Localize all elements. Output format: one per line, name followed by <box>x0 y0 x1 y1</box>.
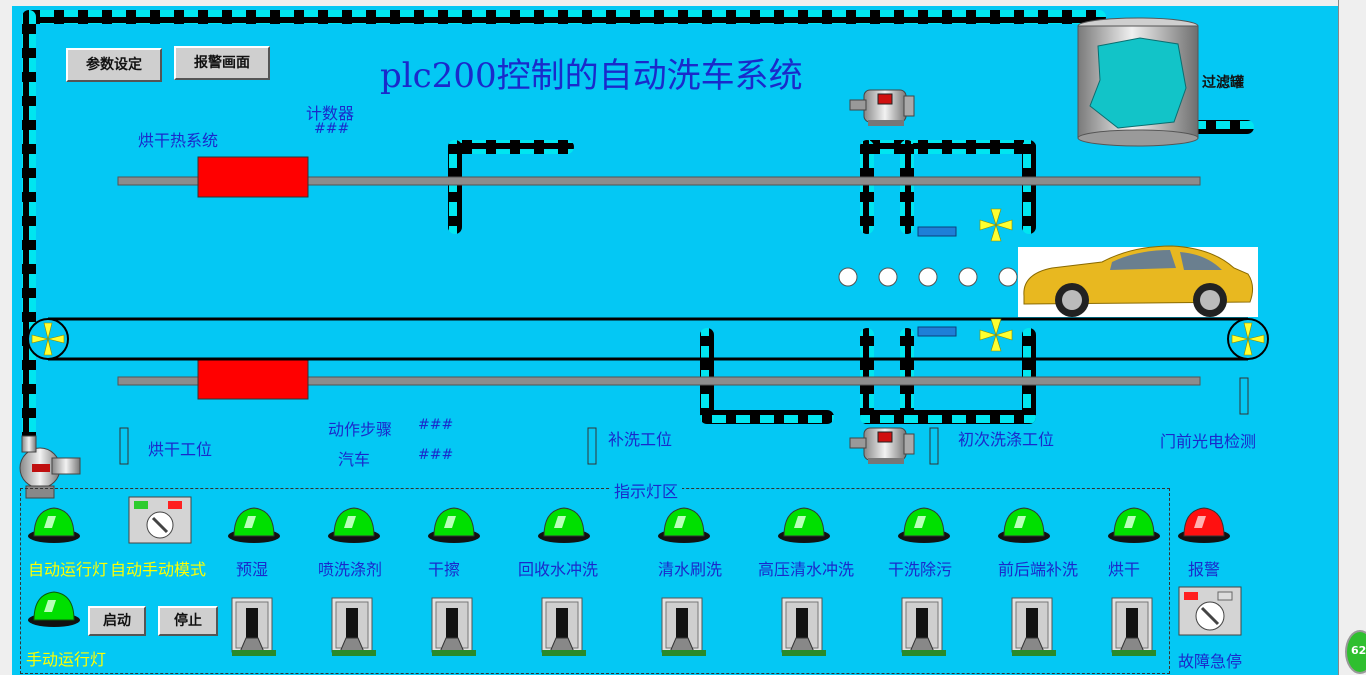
rewash-station-sensor <box>587 427 597 465</box>
first-wash-lower-pipe <box>860 328 1036 424</box>
indicator-label: 清水刷洗 <box>658 560 723 579</box>
indicator-light-icon <box>538 507 590 543</box>
indicator-label: 前后端补洗 <box>998 560 1079 579</box>
right-frame: 62 <box>1338 0 1366 675</box>
lower-heater <box>197 358 309 400</box>
indicator-light-icon <box>28 591 80 627</box>
car-value: ### <box>418 447 454 463</box>
toggle-switch-icon[interactable] <box>900 596 948 658</box>
indicator-label: 回收水冲洗 <box>518 560 599 579</box>
page-title: plc200控制的自动洗车系统 <box>380 56 803 96</box>
indicator-light-icon <box>1178 507 1230 543</box>
filter-tank-icon <box>1077 17 1199 147</box>
indicator-label: 预湿 <box>236 560 269 579</box>
upper-nozzle <box>917 226 957 237</box>
indicator-light-icon <box>1108 507 1160 543</box>
corner-badge-text: 62 <box>1351 644 1366 657</box>
toggle-switch-icon[interactable] <box>540 596 588 658</box>
indicator-label: 干洗除污 <box>888 560 953 579</box>
fan-icon <box>27 318 69 360</box>
dryer-system-label: 烘干热系统 <box>138 131 219 150</box>
action-step-value: ### <box>418 417 454 433</box>
indicator-panel <box>20 488 1170 674</box>
rewash-lower-pipe <box>700 328 834 424</box>
indicator-label: 喷洗涤剂 <box>318 560 383 579</box>
brush-rollers <box>838 267 1018 287</box>
indicator-light-icon <box>778 507 830 543</box>
motor-icon <box>849 427 915 464</box>
upper-rail <box>117 176 1201 186</box>
indicator-light-icon <box>428 507 480 543</box>
indicator-label: 干擦 <box>428 560 461 579</box>
corner-badge: 62 <box>1345 630 1366 674</box>
indicator-label: 高压清水冲洗 <box>758 560 855 579</box>
manual-light-label: 手动运行灯 <box>26 650 107 669</box>
selector-switch-icon[interactable] <box>1178 586 1242 636</box>
rewash-upper-pipe <box>448 140 574 234</box>
hmi-canvas: 参数设定 报警画面 plc200控制的自动洗车系统 计数器 ### 烘干热系统 … <box>12 6 1338 675</box>
indicator-light-icon <box>28 507 80 543</box>
toggle-switch-icon[interactable] <box>430 596 478 658</box>
dry-station-label: 烘干工位 <box>148 440 213 459</box>
conveyor-belt <box>48 317 1248 361</box>
process-diagram <box>19 10 1269 499</box>
toggle-switch-icon[interactable] <box>1010 596 1058 658</box>
filter-tank-label: 过滤罐 <box>1202 75 1244 91</box>
first-wash-station-sensor <box>929 427 939 465</box>
indicator-light-icon <box>228 507 280 543</box>
door-sensor-label: 门前光电检测 <box>1160 432 1257 451</box>
door-sensor <box>1239 377 1249 415</box>
counter-value: ### <box>314 121 350 137</box>
indicator-label: 自动运行灯 <box>28 560 109 579</box>
alarm-screen-button[interactable]: 报警画面 <box>174 46 270 80</box>
selector-switch-icon[interactable] <box>128 496 192 544</box>
lower-nozzle <box>917 326 957 337</box>
car-label: 汽车 <box>338 450 371 469</box>
counter-label: 计数器 <box>306 104 355 123</box>
motor-icon <box>849 89 915 126</box>
toggle-switch-icon[interactable] <box>660 596 708 658</box>
lower-rail <box>117 376 1201 386</box>
dry-station-sensor <box>119 427 129 465</box>
toggle-switch-icon[interactable] <box>330 596 378 658</box>
estop-label: 故障急停 <box>1178 652 1243 671</box>
toggle-switch-icon[interactable] <box>1110 596 1158 658</box>
indicator-light-icon <box>898 507 950 543</box>
top-frame <box>0 0 1366 6</box>
indicator-area-label: 指示灯区 <box>610 478 683 502</box>
first-wash-station-label: 初次洗涤工位 <box>958 430 1055 449</box>
left-frame <box>0 0 12 675</box>
toggle-switch-icon[interactable] <box>230 596 278 658</box>
indicator-light-icon <box>998 507 1050 543</box>
upper-heater <box>197 156 309 198</box>
pump-icon <box>19 435 81 499</box>
fan-icon <box>979 208 1013 242</box>
indicator-label: 自动手动模式 <box>110 560 207 579</box>
params-button[interactable]: 参数设定 <box>66 48 162 82</box>
indicator-label: 烘干 <box>1108 560 1141 579</box>
action-step-label: 动作步骤 <box>328 420 393 439</box>
indicator-label: 报警 <box>1188 560 1221 579</box>
toggle-switch-icon[interactable] <box>780 596 828 658</box>
indicator-light-icon <box>658 507 710 543</box>
filter-outlet-pipe <box>1188 120 1254 134</box>
first-wash-upper-pipe <box>860 140 1036 234</box>
stop-button[interactable]: 停止 <box>158 606 218 636</box>
start-button[interactable]: 启动 <box>88 606 146 636</box>
indicator-light-icon <box>328 507 380 543</box>
rewash-station-label: 补洗工位 <box>608 430 673 449</box>
car-icon <box>1018 245 1258 317</box>
fan-icon <box>1227 318 1269 360</box>
fan-icon <box>979 318 1013 352</box>
